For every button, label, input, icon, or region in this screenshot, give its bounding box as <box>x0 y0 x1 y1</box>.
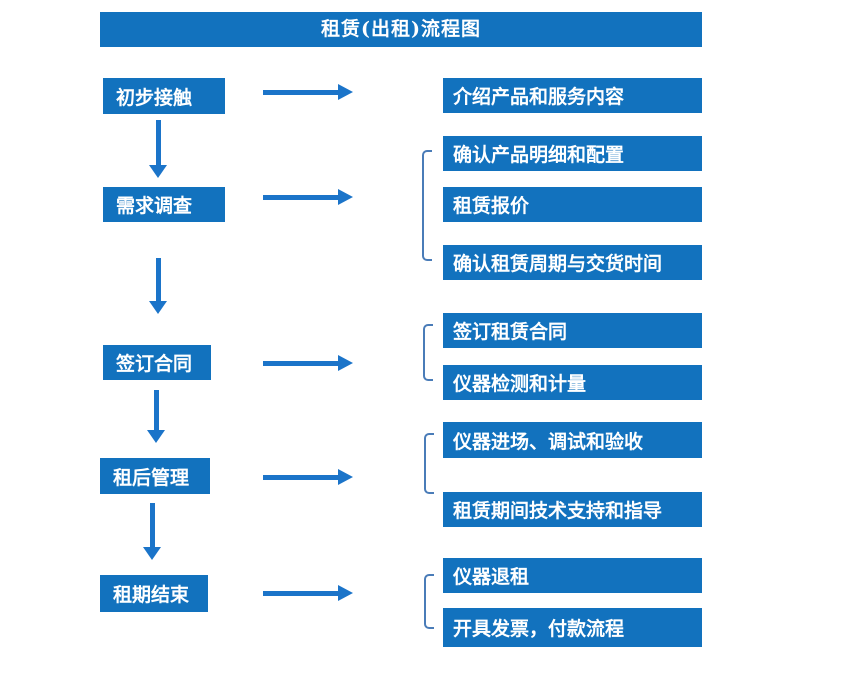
arrow-head-icon <box>149 165 167 178</box>
arrow-down-icon-step3-4 <box>147 390 165 443</box>
detail-box-confirm-product-config: 确认产品明细和配置 <box>443 136 702 171</box>
detail-box-instrument-inspection: 仪器检测和计量 <box>443 365 702 400</box>
flowchart-title: 租赁(出租)流程图 <box>100 12 702 47</box>
bracket-group-sign-contract <box>423 324 433 381</box>
detail-box-instrument-return: 仪器退租 <box>443 558 702 593</box>
bracket-group-demand-survey <box>422 150 432 261</box>
arrow-shaft <box>263 90 340 95</box>
arrow-right-icon-step1 <box>263 84 353 100</box>
step-box-rental-end: 租期结束 <box>100 575 208 612</box>
arrow-right-icon-step2 <box>263 189 353 205</box>
arrow-head-icon <box>149 301 167 314</box>
arrow-down-icon-step2-3 <box>149 258 167 314</box>
arrow-shaft <box>156 120 161 166</box>
detail-box-tech-support: 租赁期间技术支持和指导 <box>443 492 702 527</box>
step-box-post-rental-management: 租后管理 <box>100 458 210 494</box>
arrow-head-icon <box>147 430 165 443</box>
arrow-head-icon <box>338 355 353 371</box>
bracket-group-rental-end <box>424 574 434 629</box>
step-box-sign-contract: 签订合同 <box>103 345 211 380</box>
detail-box-rental-quote: 租赁报价 <box>443 187 702 222</box>
arrow-shaft <box>150 503 155 548</box>
arrow-shaft <box>263 195 340 200</box>
arrow-shaft <box>263 361 340 366</box>
arrow-head-icon <box>143 547 161 560</box>
step-box-demand-survey: 需求调查 <box>103 187 225 222</box>
detail-box-sign-rental-contract: 签订租赁合同 <box>443 313 702 348</box>
arrow-head-icon <box>338 469 353 485</box>
arrow-right-icon-step5 <box>263 585 353 601</box>
step-box-initial-contact: 初步接触 <box>103 78 225 114</box>
arrow-shaft <box>154 390 159 431</box>
detail-box-confirm-period-delivery: 确认租赁周期与交货时间 <box>443 245 702 280</box>
arrow-down-icon-step4-5 <box>143 503 161 560</box>
arrow-shaft <box>156 258 161 302</box>
arrow-head-icon <box>338 585 353 601</box>
arrow-shaft <box>263 591 340 596</box>
detail-box-introduce-products: 介绍产品和服务内容 <box>443 78 702 113</box>
detail-box-instrument-setup-acceptance: 仪器进场、调试和验收 <box>443 422 702 458</box>
bracket-group-post-rental <box>424 433 434 494</box>
arrow-shaft <box>263 475 340 480</box>
detail-box-invoice-payment: 开具发票，付款流程 <box>443 608 702 647</box>
arrow-head-icon <box>338 189 353 205</box>
arrow-right-icon-step4 <box>263 469 353 485</box>
arrow-down-icon-step1-2 <box>149 120 167 178</box>
arrow-head-icon <box>338 84 353 100</box>
arrow-right-icon-step3 <box>263 355 353 371</box>
